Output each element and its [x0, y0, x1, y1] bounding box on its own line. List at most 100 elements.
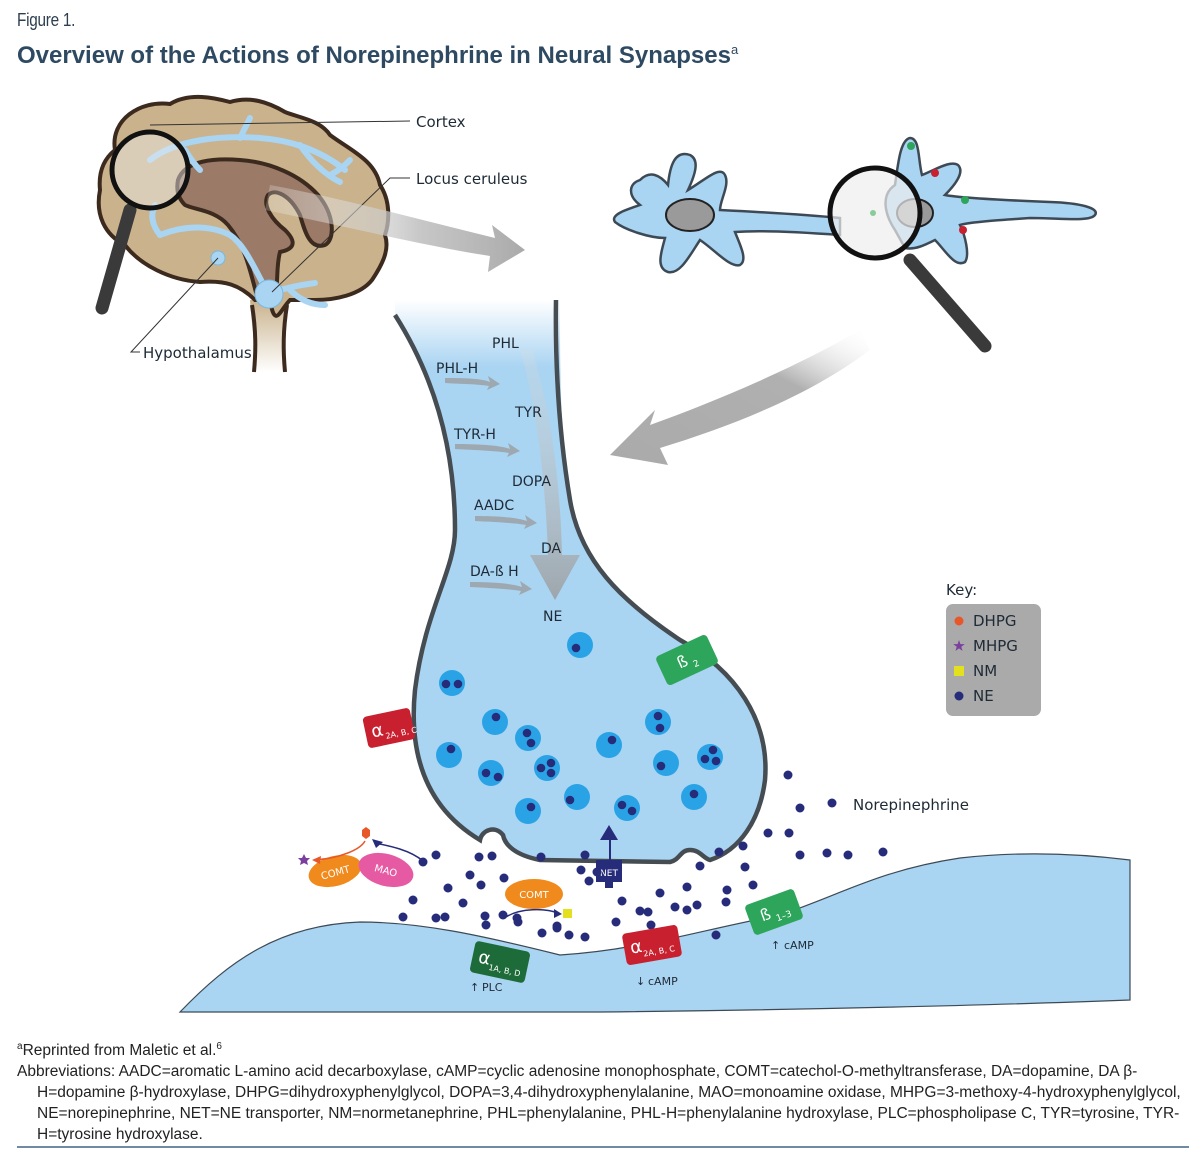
vesicle [681, 784, 707, 810]
vesicle [436, 742, 462, 768]
ne-molecule [822, 848, 832, 858]
comt-right-label: COMT [519, 890, 549, 901]
substrate-label: NE [543, 609, 562, 625]
ne-molecule [843, 850, 853, 860]
enzyme-arrow [455, 443, 520, 457]
bottom-rule [17, 1146, 1189, 1148]
ne-molecule [481, 920, 491, 930]
ne-molecule [748, 880, 758, 890]
substrate-label: DA [541, 541, 562, 557]
receptor-dot-green [907, 142, 915, 150]
nm-molecule [563, 909, 572, 918]
ne-molecule [795, 850, 805, 860]
ne-dot [656, 761, 666, 771]
ne-molecule [552, 921, 562, 931]
ne-molecule [611, 917, 621, 927]
neurons-illustration [612, 136, 1097, 353]
cortex-label: Cortex [416, 113, 466, 131]
key-legend: Key: DHPG MHPG NM NE [946, 581, 1041, 716]
alpha2-effect-arrow: ↓ [636, 975, 645, 988]
ne-molecule [617, 896, 627, 906]
comt-mao-complex: COMT MAO [298, 827, 424, 888]
key-title: Key: [946, 581, 977, 599]
ne-molecule [635, 906, 645, 916]
key-item-label: MHPG [973, 637, 1018, 655]
key-item-dhpg: DHPG [954, 612, 1017, 630]
ne-molecule [711, 930, 721, 940]
ne-dot [571, 643, 581, 653]
receptor-symbol: α [476, 947, 492, 970]
vesicle [697, 744, 723, 770]
ne-molecule [440, 912, 450, 922]
enzyme-arrow [445, 376, 500, 390]
ne-molecule [695, 861, 705, 871]
comt-right-complex: COMT [505, 879, 572, 918]
key-item-mhpg: MHPG [953, 637, 1018, 655]
hypothalamus-label: Hypothalamus [143, 344, 252, 362]
net-label: NET [600, 869, 618, 879]
magnifier-neuron-icon [827, 165, 992, 353]
ne-dot [711, 756, 721, 766]
vesicles [436, 632, 723, 824]
ne-molecule [655, 888, 665, 898]
ne-molecule [431, 850, 441, 860]
ne-molecule [714, 847, 724, 857]
receptor-dot-green [961, 196, 969, 204]
ne-dot [617, 800, 627, 810]
vesicle [653, 750, 679, 776]
ne-dot [653, 711, 663, 721]
enzyme-label: PHL-H [436, 361, 478, 377]
ne-dot [526, 802, 536, 812]
ne-molecule [418, 857, 428, 867]
cortex-leader-line [149, 120, 411, 126]
ne-molecule [646, 920, 656, 930]
vesicle [645, 709, 671, 735]
ne-molecule [643, 907, 653, 917]
ne-dot [565, 795, 575, 805]
ne-dot [607, 735, 617, 745]
reprint-superscript: a [17, 1041, 23, 1052]
vesicle [439, 670, 465, 696]
key-symbol-square-icon [954, 666, 964, 676]
ne-molecule [408, 895, 418, 905]
brain-illustration: Cortex Locus ceruleus Hypothalamus [95, 94, 528, 373]
ne-molecule [499, 873, 509, 883]
norepinephrine-label: Norepinephrine [853, 796, 969, 814]
locus-ceruleus-label: Locus ceruleus [416, 170, 528, 188]
ne-dot [481, 768, 491, 778]
ne-molecule [721, 897, 731, 907]
figure-title: Overview of the Actions of Norepinephrin… [17, 42, 738, 70]
beta13-effect-arrow: ↑ [771, 939, 780, 952]
reprint-reference: 6 [216, 1041, 222, 1052]
key-item-ne: NE [954, 687, 994, 705]
ne-molecule [682, 882, 692, 892]
synthesis-main-arrow [520, 350, 580, 600]
ne-dot [708, 745, 718, 755]
enzyme-label: DA-ß H [470, 564, 519, 580]
figure-title-text: Overview of the Actions of Norepinephrin… [17, 42, 731, 69]
neuron-nucleus-1 [665, 198, 715, 232]
dhpg-molecule [362, 827, 370, 839]
receptor-dot-red [959, 226, 967, 234]
ne-molecule [398, 912, 408, 922]
ne-dot [546, 768, 556, 778]
enzyme-label: TYR-H [453, 427, 496, 443]
arrow-brain-to-neuron [265, 185, 525, 272]
ne-molecule [670, 902, 680, 912]
enzyme-arrow [475, 515, 537, 529]
postsynaptic-neuron [884, 136, 1097, 265]
key-symbol-circle-icon [954, 616, 964, 626]
ne-molecule [474, 852, 484, 862]
receptor-subscript: 2 [692, 659, 701, 670]
ne-molecule [827, 798, 837, 808]
key-item-label: NM [973, 662, 997, 680]
figure-label: Figure 1. [17, 10, 76, 30]
ne-molecule [443, 883, 453, 893]
reprint-text: Reprinted from Maletic et al. [22, 1042, 217, 1060]
ne-molecule [536, 852, 546, 862]
ne-molecule [431, 913, 441, 923]
synthesis-labels: PHL TYR DOPA DA NE PHL-H TYR-H AADC DA-ß… [436, 336, 562, 625]
magnifier-brain-icon [95, 129, 191, 315]
receptor-symbol: α [369, 719, 385, 742]
vesicle [567, 632, 593, 658]
